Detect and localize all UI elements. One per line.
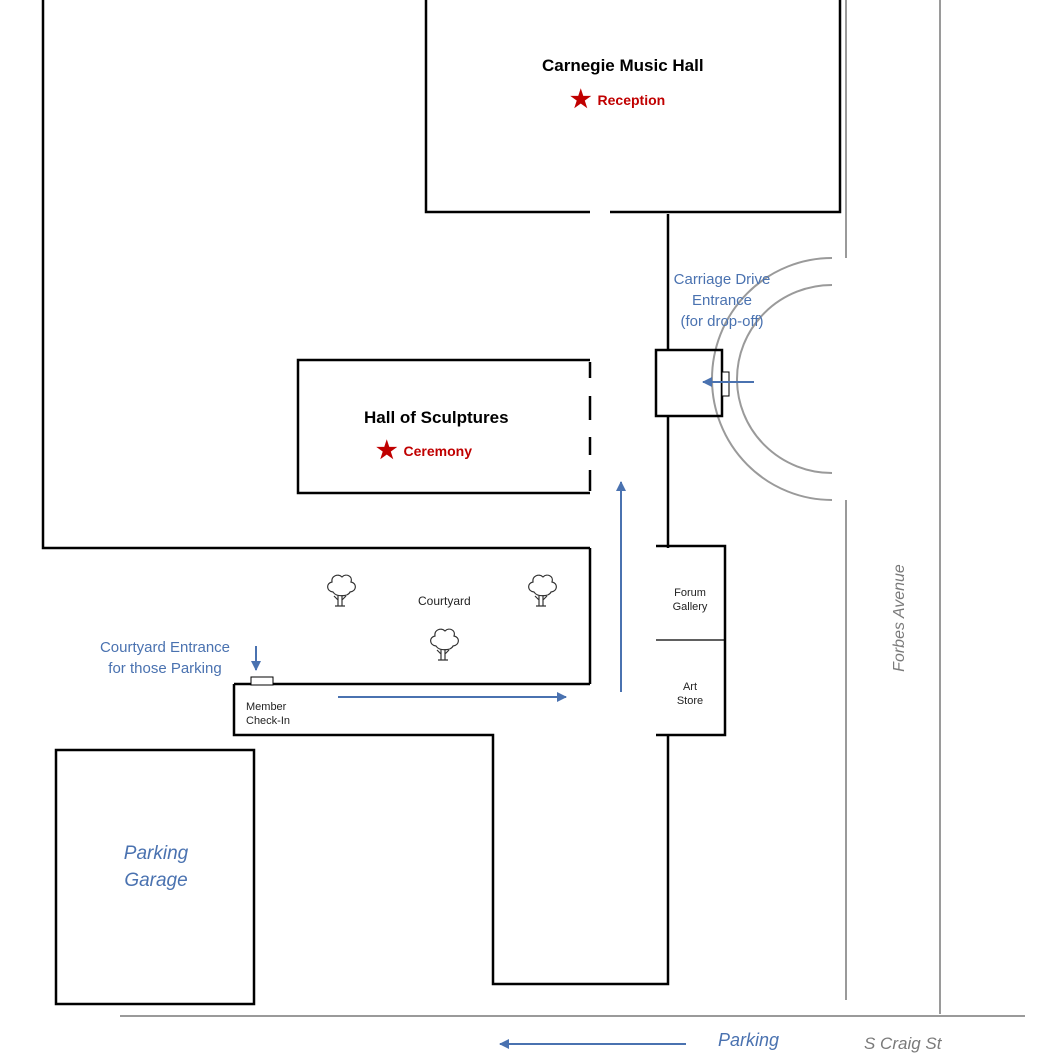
- tree-icon: [327, 574, 356, 607]
- forum-gallery-label: Forum Gallery: [672, 587, 708, 613]
- star-icon: ★: [376, 437, 398, 464]
- member-checkin-label: Member Check-In: [246, 701, 291, 727]
- art-store-label: Art Store: [676, 681, 704, 707]
- checkin-and-south-wall: [232, 684, 670, 986]
- music-hall-title: Carnegie Music Hall: [542, 56, 704, 75]
- sculptures-wall: [296, 358, 590, 495]
- roads: [120, 0, 1025, 1017]
- craig-street-label: S Craig St: [864, 1034, 942, 1053]
- parking-direction-label: Parking: [718, 1030, 780, 1050]
- parking-garage-label: Parking Garage: [123, 843, 189, 891]
- walls: [41, 0, 842, 1006]
- star-icon: ★: [570, 86, 592, 113]
- carriage-drive-outer: [711, 257, 833, 501]
- music-hall-wall-left: [424, 0, 590, 214]
- tree-icon: [528, 574, 557, 607]
- vestibule-wall: [654, 348, 724, 418]
- tree-icon: [430, 628, 459, 661]
- ceremony-label: Ceremony: [403, 443, 472, 459]
- ceremony-marker: ★ Ceremony: [376, 439, 472, 463]
- reception-label: Reception: [597, 92, 666, 108]
- courtyard-entrance-label: Courtyard Entrance for those Parking: [99, 639, 231, 677]
- courtyard-door-icon: [250, 676, 274, 686]
- parking-garage-wall: [54, 748, 256, 1006]
- carriage-door-icon: [721, 371, 730, 397]
- carriage-entrance-label: Carriage Drive Entrance (for drop-off): [673, 271, 771, 330]
- forbes-avenue-label: Forbes Avenue: [891, 564, 908, 672]
- museum-outer-wall: [41, 0, 590, 550]
- courtyard-label: Courtyard: [418, 594, 471, 608]
- reception-marker: ★ Reception: [570, 88, 665, 112]
- music-hall-wall-right: [610, 0, 842, 214]
- sculptures-title: Hall of Sculptures: [364, 408, 509, 427]
- carriage-drive-inner: [736, 284, 833, 474]
